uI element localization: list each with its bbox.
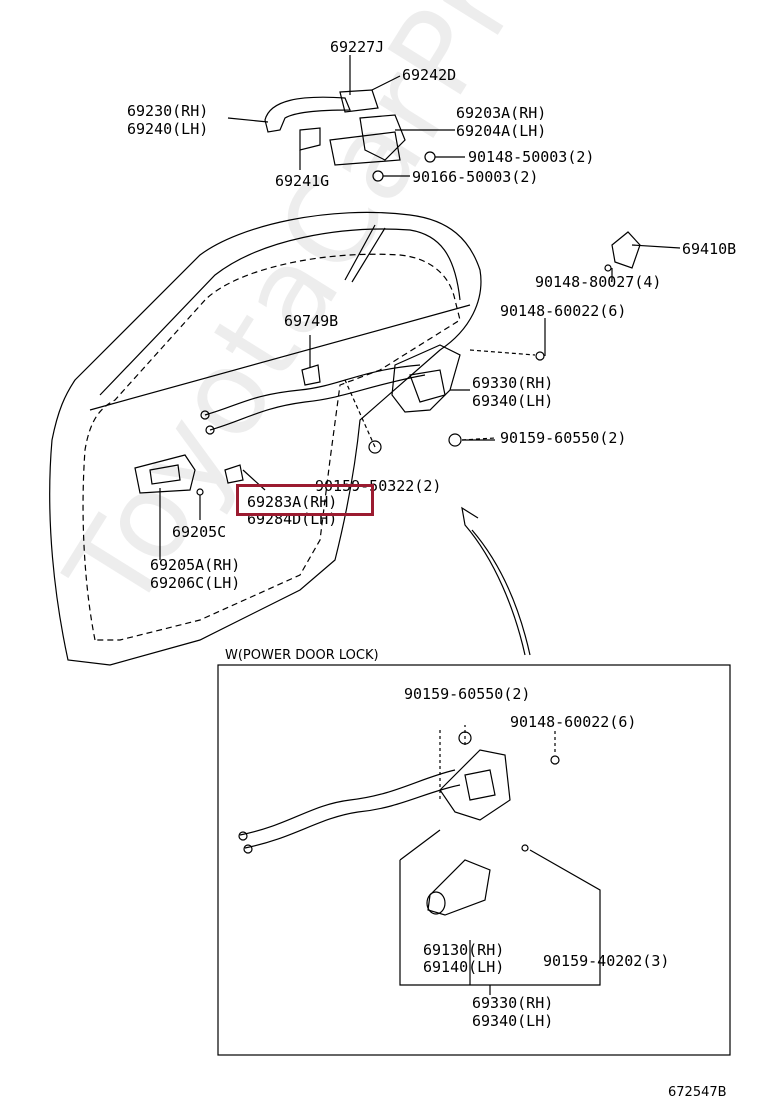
door-outline xyxy=(49,211,482,666)
label-69410B: 69410B xyxy=(682,240,736,258)
label-69283A: 69283A(RH) xyxy=(247,493,337,511)
label-69204A: 69204A(LH) xyxy=(456,122,546,140)
diagram-code: 672547B xyxy=(668,1085,727,1100)
outside-handle xyxy=(264,96,351,133)
label-90148-60022: 90148-60022(6) xyxy=(500,302,626,320)
label-69241G: 69241G xyxy=(275,172,329,190)
label-69205A: 69205A(RH) xyxy=(150,556,240,574)
label-69340: 69340(LH) xyxy=(472,392,553,410)
inset-label-69340: 69340(LH) xyxy=(472,1012,553,1030)
label-90148-80027: 90148-80027(4) xyxy=(535,273,661,291)
inset-label-90159-40202: 90159-40202(3) xyxy=(543,952,669,970)
label-69205C: 69205C xyxy=(172,523,226,541)
label-69330: 69330(RH) xyxy=(472,374,553,392)
inset-label-69130: 69130(RH) xyxy=(423,941,504,959)
inset-label-90159-60550: 90159-60550(2) xyxy=(404,685,530,703)
handle-cover xyxy=(339,89,379,113)
door-inner-outline xyxy=(82,253,461,641)
inset-label-69140: 69140(LH) xyxy=(423,958,504,976)
label-69230: 69230(RH) xyxy=(127,102,208,120)
label-69240: 69240(LH) xyxy=(127,120,208,138)
label-69227J: 69227J xyxy=(330,38,384,56)
label-90148-50003: 90148-50003(2) xyxy=(468,148,594,166)
inset-label-69330: 69330(RH) xyxy=(472,994,553,1012)
inset-box xyxy=(217,664,731,1056)
inside-handle xyxy=(134,454,196,494)
label-90166-50003: 90166-50003(2) xyxy=(412,168,538,186)
striker xyxy=(611,231,641,269)
arrow-to-inset xyxy=(461,506,531,656)
window-glass-edge xyxy=(344,224,386,283)
label-69749B: 69749B xyxy=(284,312,338,330)
cable-lower xyxy=(209,374,426,431)
handle-frame xyxy=(299,127,401,166)
belt-line xyxy=(89,304,471,411)
label-69203A: 69203A(RH) xyxy=(456,104,546,122)
inset-label-90148-60022: 90148-60022(6) xyxy=(510,713,636,731)
highlight-box xyxy=(236,484,374,516)
door-lock xyxy=(391,344,461,413)
label-90159-60550: 90159-60550(2) xyxy=(500,429,626,447)
cable-clip xyxy=(224,464,244,484)
clip-69749B xyxy=(301,364,321,386)
window-frame xyxy=(99,228,461,396)
label-69242D: 69242D xyxy=(402,66,456,84)
label-90159-50322: 90159-50322(2) xyxy=(315,477,441,495)
cable-upper xyxy=(204,364,421,416)
label-69206C: 69206C(LH) xyxy=(150,574,240,592)
handle-bracket xyxy=(359,114,406,161)
inset-title: W(POWER DOOR LOCK) xyxy=(225,648,379,663)
